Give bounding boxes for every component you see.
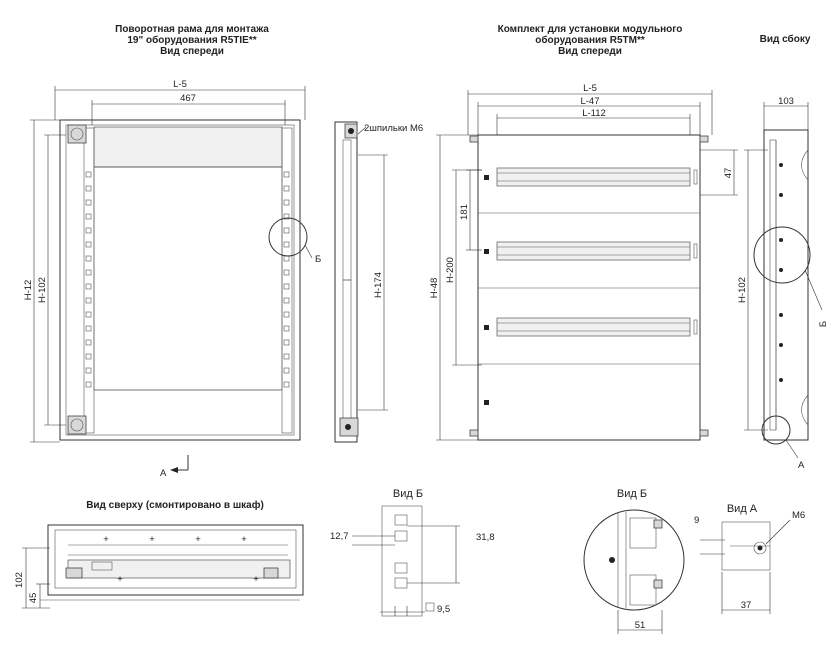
dim-vb-318: 31,8: [476, 532, 495, 543]
dim-va-9: 9: [694, 515, 699, 526]
view-b2-title: Вид Б: [617, 488, 647, 500]
dim-top-102: 102: [14, 572, 25, 588]
frame-side-view: 2шпильки М6 H-174: [334, 121, 423, 443]
callout-b-label: Б: [315, 254, 321, 265]
frame-title-line1: Поворотная рама для монтажа: [115, 24, 269, 35]
side-view-title: Вид сбоку: [760, 33, 811, 45]
frame-title-line3: Вид спереди: [160, 46, 224, 57]
dim-kit-47: 47: [723, 168, 734, 179]
dim-frame-h174: H-174: [373, 272, 384, 298]
view-a-title: Вид А: [727, 503, 758, 515]
left-rail-holes: [85, 171, 92, 388]
view-a-detail: Вид А 9 М6 37: [694, 503, 805, 614]
dim-kit-181: 181: [459, 204, 470, 220]
svg-text:+: +: [241, 534, 247, 545]
side-view-bolts: [779, 163, 783, 382]
svg-text:+: +: [195, 534, 201, 545]
view-b1-title: Вид Б: [393, 488, 423, 500]
kit-title-line1: Комплект для установки модульного: [498, 24, 683, 35]
view-b2-detail: Вид Б 51: [583, 488, 685, 634]
dim-kit-l47: L-47: [580, 96, 599, 107]
svg-text:+: +: [117, 574, 123, 585]
top-view-bolts: + + + + + +: [103, 534, 259, 585]
side-callout-b: Б: [818, 321, 829, 327]
dim-kit-h48: H-48: [429, 278, 440, 299]
side-callout-b-circle: [753, 226, 811, 284]
kit-title-line3: Вид спереди: [558, 46, 622, 57]
side-callout-a: А: [798, 460, 805, 471]
top-view-title: Вид сверху (смонтировано в шкаф): [86, 499, 264, 511]
dim-kit-h200: H-200: [445, 257, 456, 283]
top-view: + + + + + + 102 45: [14, 524, 304, 609]
frame-title-line2: 19" оборудования R5TIE**: [127, 34, 256, 46]
svg-text:+: +: [253, 574, 259, 585]
dim-frame-h12: H-12: [23, 280, 34, 301]
dim-va-37: 37: [741, 600, 752, 611]
kit-title-line2: оборудования R5TM**: [535, 34, 645, 46]
dim-kit-l112: L-112: [582, 108, 606, 119]
view-b1-detail: Вид Б 12,7 31,8 9,5: [330, 488, 495, 617]
dim-va-m6: М6: [792, 510, 805, 521]
right-rail-holes: [283, 171, 290, 388]
dim-side-h102: H-102: [737, 277, 748, 303]
dim-side-103: 103: [778, 96, 794, 107]
svg-text:+: +: [149, 534, 155, 545]
dim-top-45: 45: [28, 593, 39, 604]
svg-text:+: +: [103, 534, 109, 545]
frame-title: Поворотная рама для монтажа 19" оборудов…: [115, 24, 269, 57]
kit-front-view: L-5 L-47 L-112 H-48 H-200 181: [429, 83, 738, 441]
dim-kit-l5: L-5: [583, 83, 597, 94]
view-a-arrow-label: А: [160, 468, 167, 479]
dim-frame-467: 467: [180, 93, 196, 104]
frame-front-view: L-5 467 H-12 H-102: [23, 79, 321, 479]
callout-b-circle: [268, 217, 308, 257]
dim-studs: 2шпильки М6: [364, 123, 423, 134]
dim-frame-h102: H-102: [37, 277, 48, 303]
dim-vb-127: 12,7: [330, 531, 349, 542]
kit-title: Комплект для установки модульного оборуд…: [498, 24, 683, 57]
side-view: 103 Б А H-102: [737, 96, 829, 471]
dim-vb-95: 9,5: [437, 604, 450, 615]
dim-vb2-51: 51: [635, 620, 646, 631]
dim-frame-l5: L-5: [173, 79, 187, 90]
